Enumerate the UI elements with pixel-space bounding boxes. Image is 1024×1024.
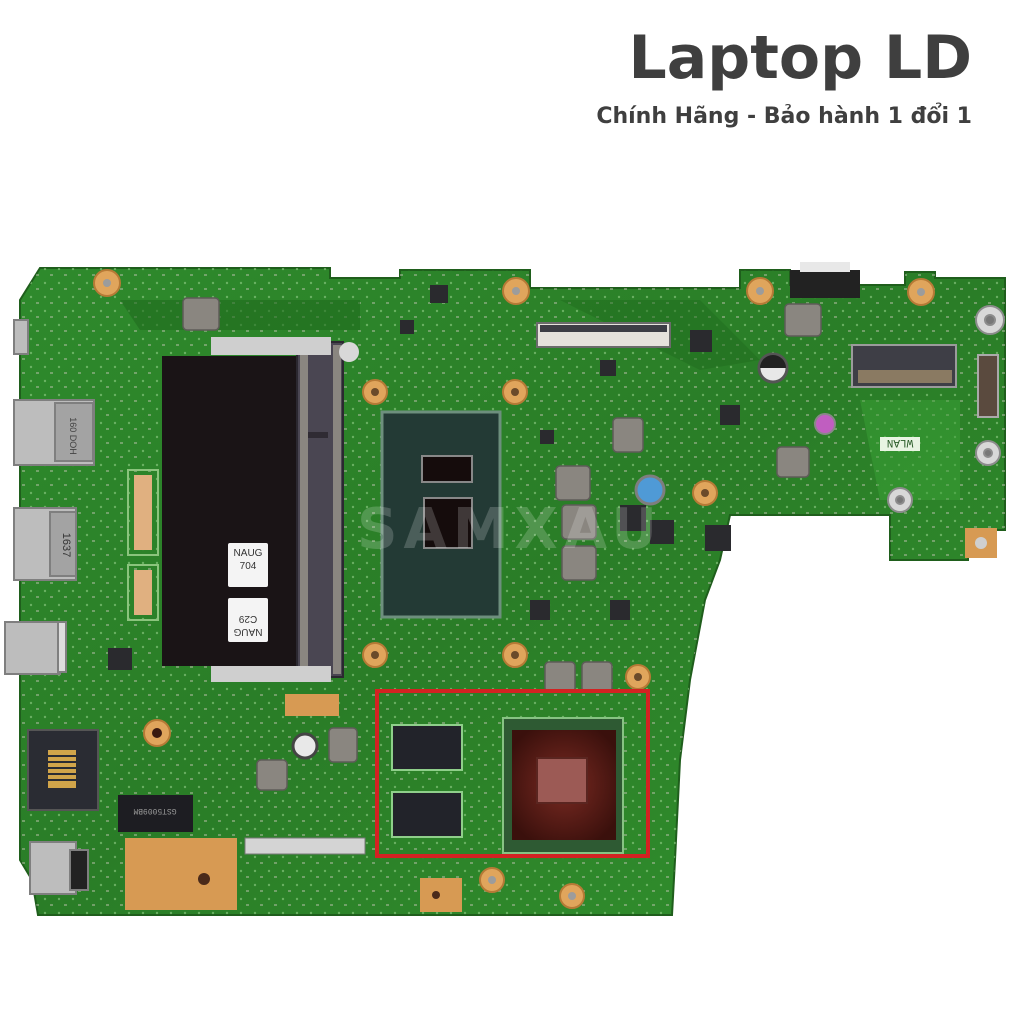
standoffs xyxy=(887,305,1005,513)
vram-chips xyxy=(391,724,463,838)
sticker-naug-704: NAUG 704 xyxy=(228,543,268,587)
svg-text:GST5009BM: GST5009BM xyxy=(133,806,176,815)
brand-header: Laptop LD Chính Hãng - Bảo hành 1 đổi 1 xyxy=(596,18,972,132)
battery-connector xyxy=(790,270,860,298)
highlight-box xyxy=(375,689,650,858)
sticker-naug-c29: NAUG C29 xyxy=(228,598,268,642)
mounting-holes xyxy=(93,269,935,909)
brand-title: Laptop LD xyxy=(628,23,972,93)
gpu-package xyxy=(502,717,624,854)
lan-port xyxy=(27,729,99,811)
lan-chip xyxy=(118,795,193,832)
copper-pad xyxy=(125,838,237,910)
svg-text:160 DOH: 160 DOH xyxy=(68,417,78,455)
io-ports xyxy=(4,319,95,895)
capacitors xyxy=(291,342,836,760)
wlan-silkscreen: WLAN xyxy=(887,436,913,448)
cpu-package xyxy=(380,410,502,619)
brand-subtitle: Chính Hãng - Bảo hành 1 đổi 1 xyxy=(596,104,972,129)
watermark: SAMXAU xyxy=(357,497,663,562)
usb-marking: 1637 xyxy=(60,533,72,557)
